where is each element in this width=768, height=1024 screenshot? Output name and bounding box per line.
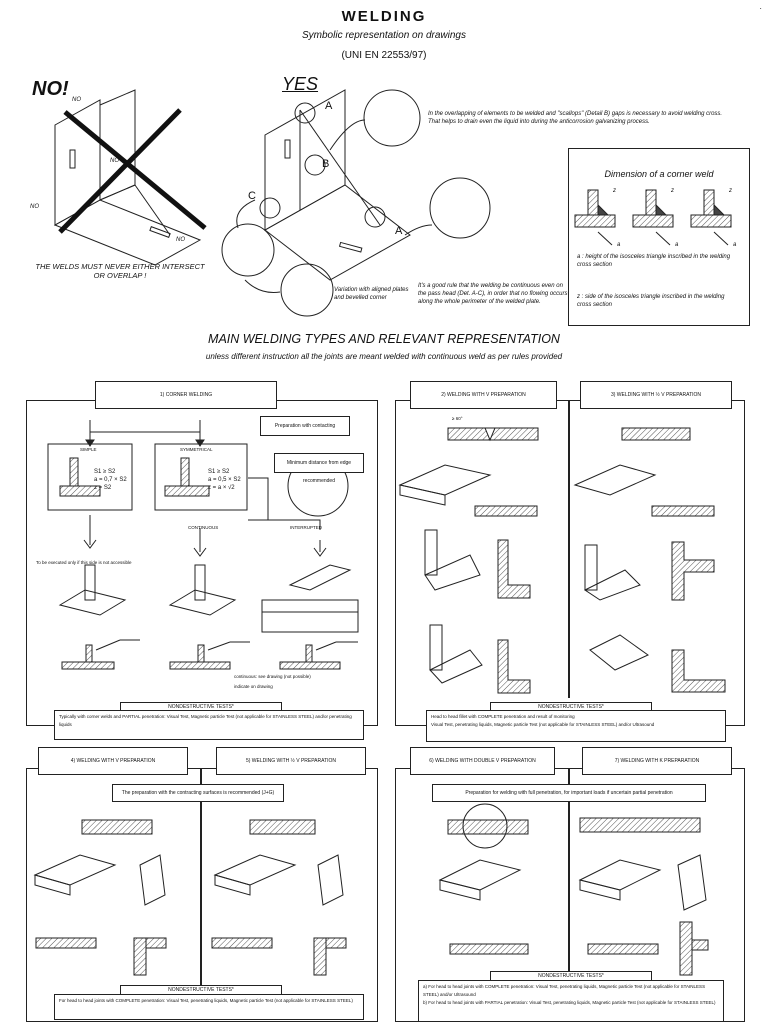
panel-lower-left: [26, 768, 378, 1022]
no-callout-1: NO: [72, 97, 81, 103]
minimum-distance-box: Minimum distance from edge recommended: [274, 453, 364, 484]
formula-simple: S1 ≥ S2 a = 0,7 × S2 z = S2: [94, 468, 127, 492]
point-label-a: A: [325, 100, 333, 112]
yes-bracket-drawing: [221, 89, 491, 317]
no-callout-2: NO: [110, 158, 119, 164]
panel67-drawings: [438, 803, 709, 976]
panel-3-header: 3) WELDING WITH ½ V PREPARATION: [580, 381, 732, 409]
no-cross-mark: [58, 108, 207, 234]
no-callout-4: NO: [176, 237, 185, 243]
scallop-note: In the overlapping of elements to be wel…: [428, 111, 723, 125]
panel-1-header: 1) CORNER WELDING: [95, 381, 277, 409]
one-side-note: To be executed only if this side is not …: [36, 560, 132, 565]
dim-a-2: a: [675, 242, 679, 248]
panel-v-preparation: [395, 400, 745, 726]
panel-2-header: 2) WELDING WITH V PREPARATION: [410, 381, 557, 409]
panel-2-ndt-line-1: Head to head fillet with COMPLETE penetr…: [431, 714, 575, 719]
yes-label: YES: [282, 74, 319, 94]
panel-1-note-1: continuous: see drawing (not possible): [234, 674, 311, 679]
corner-dot: ·: [759, 4, 762, 13]
dim-z-2: z: [671, 188, 674, 194]
panel-6-ndt-line-2: b) For head to head joints with PARTIAL …: [423, 1000, 716, 1005]
formula-sym-2: a = 0,5 × S2: [208, 477, 241, 483]
continuous-note: It's a good rule that the welding be con…: [418, 283, 568, 305]
formula-symmetrical: S1 ≥ S2 a = 0,5 × S2 z = a × √2: [208, 468, 241, 492]
panel-6-prep: Preparation for welding with full penetr…: [432, 784, 706, 802]
no-bracket-drawing: [53, 89, 202, 266]
panel-divider: [568, 400, 570, 698]
no-callout-3: NO: [30, 204, 39, 210]
point-label-b: B: [322, 158, 330, 170]
panel-1-ndt-text: Typically with corner welds and PARTIAL …: [54, 710, 364, 740]
panel-2-dimension: ≥ 60°: [452, 416, 463, 421]
panel-2-ndt-text: Head to head fillet with COMPLETE penetr…: [426, 710, 726, 742]
page-title: WELDING: [341, 8, 427, 25]
norm-reference: (UNI EN 22553/97): [341, 50, 427, 61]
page-subtitle: Symbolic representation on drawings: [302, 30, 466, 41]
formula-sym-1: S1 ≥ S2: [208, 469, 230, 475]
main-section-title: MAIN WELDING TYPES AND RELEVANT REPRESEN…: [208, 332, 560, 346]
panel-6-ndt-text: a) For head to head joints with COMPLETE…: [418, 980, 724, 1022]
simple-label: SIMPLE: [80, 447, 97, 452]
dimension-sketches: [574, 189, 732, 246]
symmetrical-label: SYMMETRICAL: [180, 447, 213, 452]
point-label-c: C: [248, 190, 256, 202]
panel-5-header: 5) WELDING WITH ½ V PREPARATION: [216, 747, 366, 775]
dim-z-1: z: [613, 188, 616, 194]
no-label: NO!: [32, 78, 69, 100]
panel-6-ndt-line-1: a) For head to head joints with COMPLETE…: [423, 984, 706, 997]
variation-note: Variation with aligned plates and bevell…: [334, 287, 409, 301]
panel-4-header: 4) WELDING WITH V PREPARATION: [38, 747, 188, 775]
panel-lower-left-divider: [200, 768, 202, 1000]
interrupted-label: INTERRUPTED: [290, 525, 323, 530]
continuous-label: CONTINUOUS: [188, 525, 219, 530]
panel-7-header: 7) WELDING WITH K PREPARATION: [582, 747, 732, 775]
panel-5-ndt-text: For head to head joints with COMPLETE pe…: [54, 994, 364, 1020]
dimension-title: Dimension of a corner weld: [604, 169, 714, 179]
dimension-box: Dimension of a corner weld z z z a a a a…: [568, 148, 750, 326]
preparation-box: Preparation with contacting: [260, 416, 350, 436]
formula-simple-2: a = 0,7 × S2: [94, 477, 127, 483]
panel23-drawings: [398, 427, 726, 694]
legend-z: z : side of the isosceles triangle inscr…: [577, 294, 725, 308]
main-section-subtitle: unless different instruction all the joi…: [205, 352, 563, 361]
dim-a-1: a: [617, 242, 621, 248]
legend-a: a : height of the isosceles triangle ins…: [577, 254, 731, 268]
warning-text: THE WELDS MUST NEVER EITHER INTERSECT OR…: [35, 262, 205, 280]
dim-a-3: a: [733, 242, 737, 248]
formula-simple-3: z = S2: [94, 485, 112, 491]
panel-2-ndt-line-2: Visual Test, penetrating liquids, Magnet…: [431, 722, 655, 727]
panel1-drawings: [47, 420, 359, 670]
panel-5-prep: The preparation with the contracting sur…: [112, 784, 284, 802]
point-label-a2: A: [395, 225, 403, 237]
dim-z-3: z: [729, 188, 732, 194]
panel-1-note-2: indicate on drawing: [234, 684, 273, 689]
panel-6-header: 6) WELDING WITH DOUBLE V PREPARATION: [410, 747, 555, 775]
formula-simple-1: S1 ≥ S2: [94, 469, 116, 475]
panel45-drawings: [33, 819, 347, 976]
formula-sym-3: z = a × √2: [208, 485, 235, 491]
